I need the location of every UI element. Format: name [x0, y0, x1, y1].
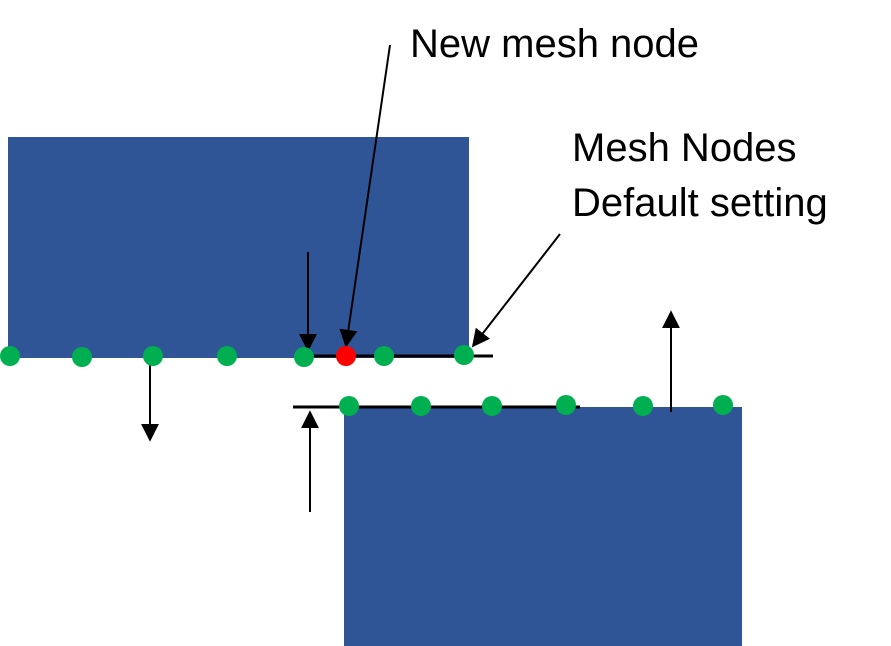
mesh-node-upper-6	[374, 346, 394, 366]
mesh-node-upper-5	[294, 347, 314, 367]
mesh-node-lower-3	[482, 396, 502, 416]
mesh-node-upper-7	[454, 345, 474, 365]
mesh-node-lower-4	[556, 395, 576, 415]
new-mesh-node	[336, 346, 356, 366]
upper-block	[8, 137, 469, 358]
mesh-node-lower-6	[713, 395, 733, 415]
pointer-mesh-nodes	[471, 233, 561, 348]
mesh-node-upper-3	[143, 346, 163, 366]
default-setting-label: Default setting	[572, 181, 828, 225]
mesh-node-upper-2	[72, 347, 92, 367]
mesh-node-upper-4	[217, 346, 237, 366]
lower-block	[344, 407, 742, 646]
new-mesh-node-label: New mesh node	[410, 22, 700, 66]
mesh-node-lower-5	[633, 396, 653, 416]
mesh-nodes-label: Mesh Nodes	[572, 126, 797, 170]
mesh-node-upper-1	[0, 346, 20, 366]
mesh-node-lower-1	[339, 396, 359, 416]
pointer-new-mesh-node	[339, 44, 391, 348]
mesh-node-lower-2	[411, 396, 431, 416]
